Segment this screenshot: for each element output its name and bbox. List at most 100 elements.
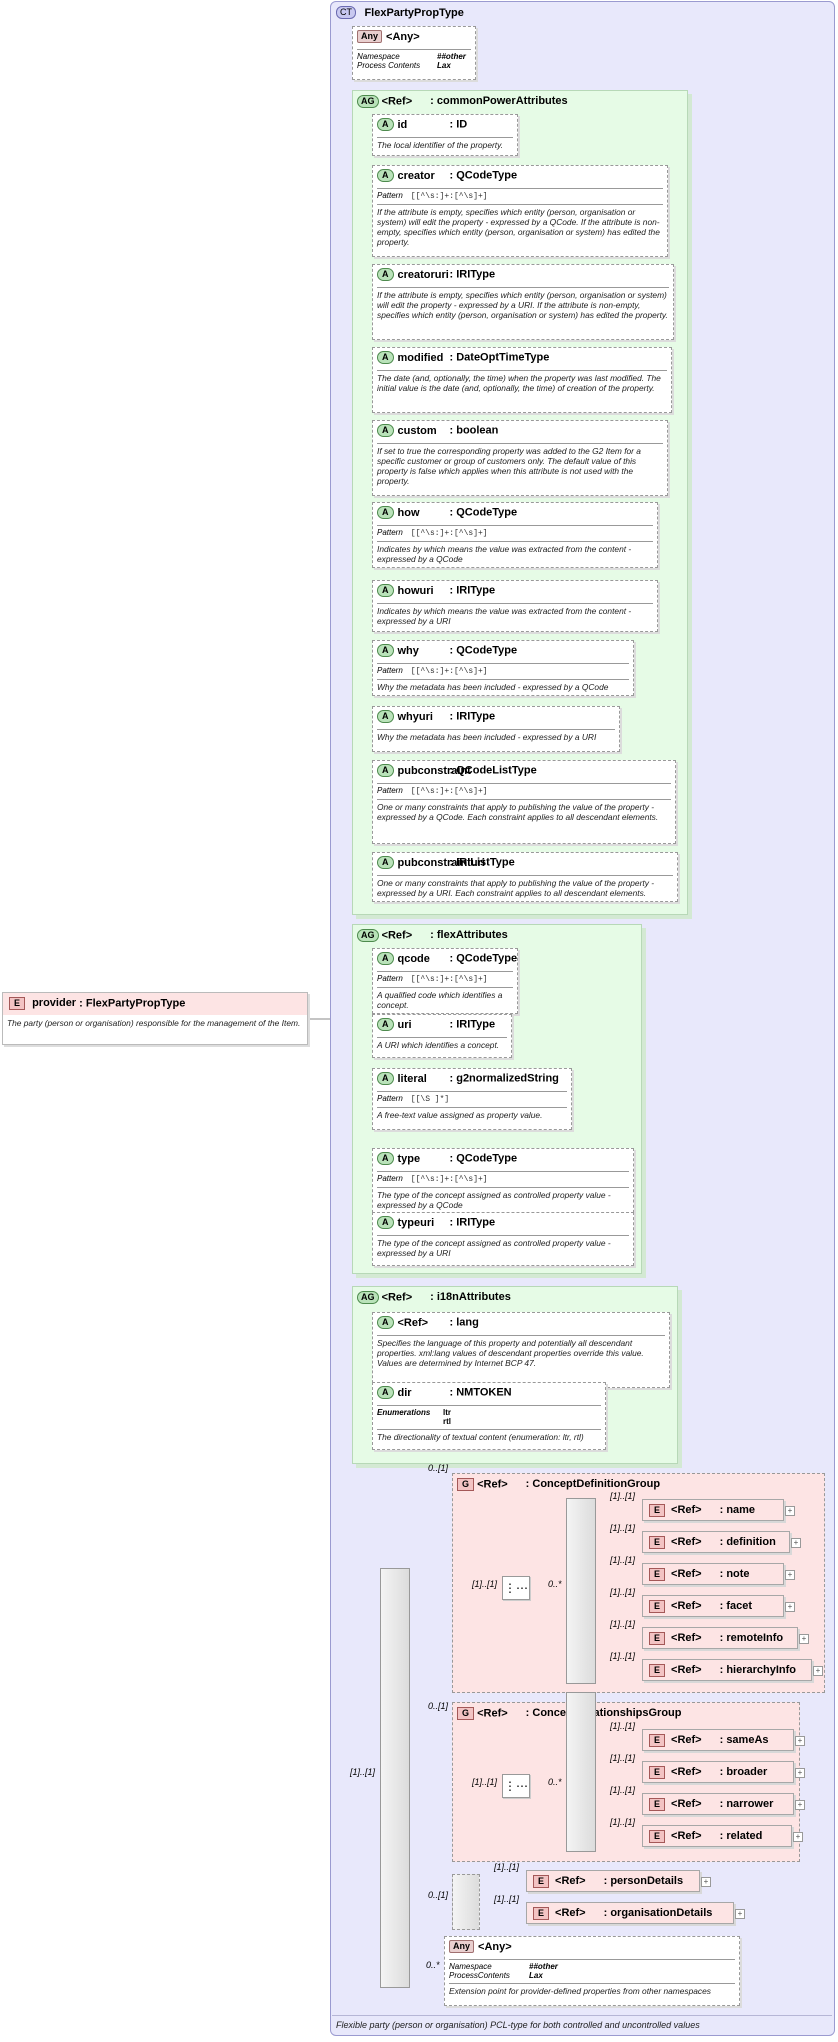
expand-icon[interactable]: + <box>785 1570 795 1580</box>
expand-icon[interactable]: + <box>735 1909 745 1919</box>
element-name: : broader <box>719 1766 768 1779</box>
provider-type: : FlexPartyPropType <box>79 997 186 1010</box>
element-ref: <Ref> <box>671 1664 702 1677</box>
provider-element[interactable]: E provider : FlexPartyPropType The party… <box>2 992 308 1045</box>
expand-icon[interactable]: + <box>795 1800 805 1810</box>
element-box[interactable]: E<Ref>: hierarchyInfo <box>642 1659 812 1681</box>
attribute-pattern: Pattern[[\S ]*] <box>377 1094 450 1104</box>
attribute-doc: Specifies the language of this property … <box>377 1338 644 1368</box>
element-badge: E <box>649 1536 666 1549</box>
group-name: : ConceptRelationshipsGroup <box>525 1707 682 1720</box>
element-box[interactable]: E<Ref>: organisationDetails <box>526 1902 734 1924</box>
attribute-name: literal <box>397 1072 427 1085</box>
expand-icon[interactable]: + <box>793 1832 803 1842</box>
element-name: : name <box>719 1504 756 1517</box>
attribute-doc: The local identifier of the property. <box>377 140 504 150</box>
attribute-pattern: Pattern[[^\s:]+:[^\s]+] <box>377 191 488 201</box>
attribute-type: : QCodeType <box>449 506 518 519</box>
element-name: : note <box>719 1568 750 1581</box>
expand-icon[interactable]: + <box>785 1602 795 1612</box>
extension-any-box[interactable]: Any<Any> Namespace##other ProcessContent… <box>444 1936 740 2006</box>
group-badge: G <box>457 1707 475 1720</box>
element-card: [1]..[1] <box>610 1721 636 1731</box>
attribute-doc: If set to true the corresponding propert… <box>377 446 641 486</box>
sequence-icon[interactable]: ⋮⋯ <box>502 1774 530 1798</box>
element-box[interactable]: E<Ref>: broader <box>642 1761 794 1783</box>
attribute-badge: A <box>377 764 394 777</box>
element-name: : hierarchyInfo <box>719 1664 796 1677</box>
expand-icon[interactable]: + <box>785 1506 795 1516</box>
attribute-badge: A <box>377 118 394 131</box>
attribute-name: howuri <box>397 584 434 597</box>
expand-icon[interactable]: + <box>799 1634 809 1644</box>
element-badge: E <box>649 1600 666 1613</box>
expand-icon[interactable]: + <box>813 1666 823 1676</box>
expand-icon[interactable]: + <box>795 1768 805 1778</box>
element-box[interactable]: E<Ref>: narrower <box>642 1793 794 1815</box>
attribute-name: why <box>397 644 419 657</box>
attribute-doc: One or many constraints that apply to pu… <box>377 878 654 898</box>
attribute-badge: A <box>377 710 394 723</box>
element-box[interactable]: E<Ref>: definition <box>642 1531 790 1553</box>
namespace-label: Namespace <box>357 52 400 61</box>
attribute-name: custom <box>397 424 437 437</box>
element-box[interactable]: E<Ref>: facet <box>642 1595 784 1617</box>
expand-icon[interactable]: + <box>795 1736 805 1746</box>
attribute-type: : IRIType <box>449 1216 496 1229</box>
element-box[interactable]: E<Ref>: name <box>642 1499 784 1521</box>
def-group-card: 0..[1] <box>428 1463 449 1473</box>
element-card: [1]..[1] <box>610 1619 636 1629</box>
group-ref: <Ref> <box>477 1707 508 1720</box>
rel-group-card: 0..[1] <box>428 1701 449 1711</box>
attribute-name: id <box>397 118 408 131</box>
ag-badge: AG <box>357 929 379 942</box>
expand-icon[interactable]: + <box>791 1538 801 1548</box>
attribute-pattern: Pattern[[^\s:]+:[^\s]+] <box>377 528 488 538</box>
complex-type-doc: Flexible party (person or organisation) … <box>332 2015 832 2034</box>
element-name: : personDetails <box>603 1875 684 1888</box>
element-badge: E <box>649 1568 666 1581</box>
element-ref: <Ref> <box>555 1875 586 1888</box>
group-badge: G <box>457 1478 475 1491</box>
sequence-bar <box>380 1568 410 1988</box>
element-card: [1]..[1] <box>610 1491 636 1501</box>
attribute-pattern: Pattern[[^\s:]+:[^\s]+] <box>377 786 488 796</box>
expand-icon[interactable]: + <box>701 1877 711 1887</box>
element-box[interactable]: E<Ref>: remoteInfo <box>642 1627 798 1649</box>
def-inner-card: [1]..[1] <box>472 1579 498 1589</box>
sequence-icon[interactable]: ⋮⋯ <box>502 1576 530 1600</box>
element-ref: <Ref> <box>555 1907 586 1920</box>
root-any-box[interactable]: Any<Any> Namespace##other Process Conten… <box>352 26 476 80</box>
element-ref: <Ref> <box>671 1536 702 1549</box>
attribute-name: pubconstrainturi <box>397 856 485 869</box>
element-box[interactable]: E<Ref>: note <box>642 1563 784 1585</box>
attribute-doc: Indicates by which means the value was e… <box>377 544 632 564</box>
element-box[interactable]: E<Ref>: related <box>642 1825 792 1847</box>
attribute-type: : lang <box>449 1316 479 1329</box>
attribute-name: modified <box>397 351 444 364</box>
element-badge: E <box>533 1907 550 1920</box>
element-box[interactable]: E<Ref>: sameAs <box>642 1729 794 1751</box>
element-badge: E <box>649 1830 666 1843</box>
attribute-doc: A URI which identifies a concept. <box>377 1040 500 1050</box>
element-box[interactable]: E<Ref>: personDetails <box>526 1870 700 1892</box>
element-ref: <Ref> <box>671 1830 702 1843</box>
